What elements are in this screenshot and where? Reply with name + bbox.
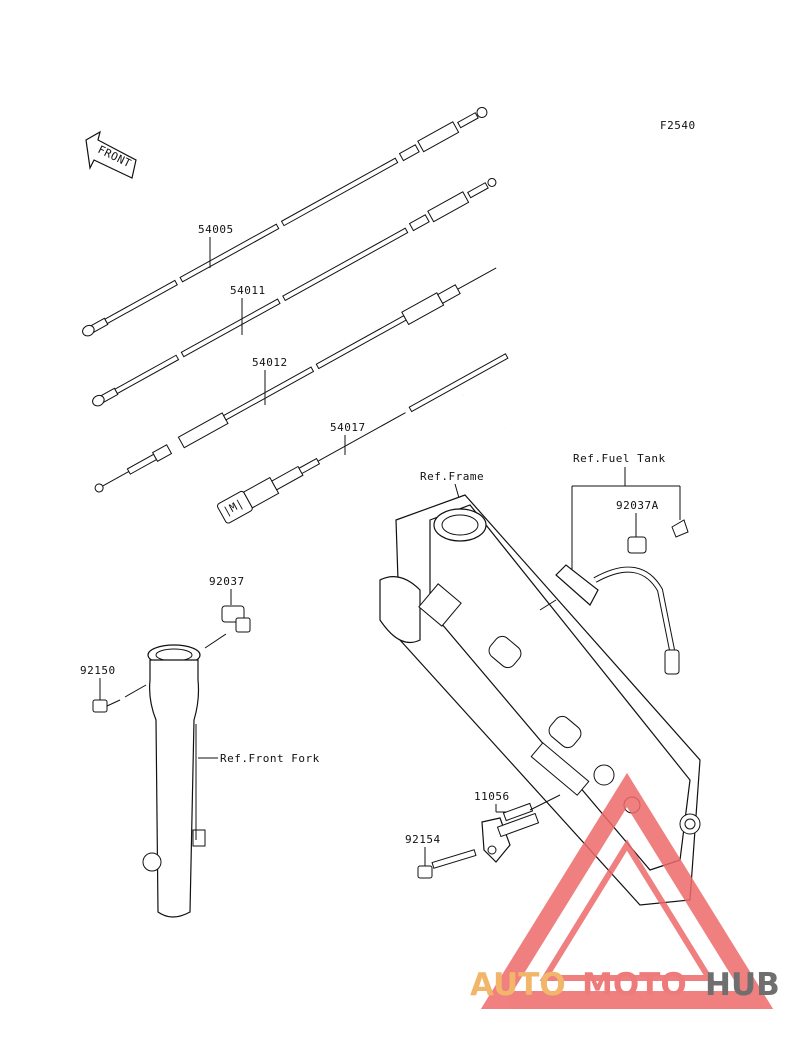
part-label-92154: 92154	[405, 833, 441, 846]
ref-fuel-tank: Ref.Fuel Tank	[573, 452, 666, 465]
bolt-92150	[92, 684, 147, 713]
svg-text:MOTO: MOTO	[582, 967, 687, 1003]
ref-frame: Ref.Frame	[420, 470, 484, 483]
clamp-92037	[204, 605, 251, 649]
bracket-11056	[481, 794, 561, 863]
svg-text:HUB: HUB	[705, 967, 780, 1003]
watermark-logo	[480, 772, 774, 1009]
part-label-54011: 54011	[230, 284, 266, 297]
front-arrow-icon: FRONT	[85, 130, 137, 179]
part-label-92037A: 92037A	[616, 499, 659, 512]
part-label-92037: 92037	[209, 575, 245, 588]
part-label-54017: 54017	[330, 421, 366, 434]
watermark-text: AUTO MOTO HUB	[470, 967, 780, 1003]
part-label-54012: 54012	[252, 356, 288, 369]
cable-54012	[94, 267, 497, 493]
part-label-11056: 11056	[474, 790, 510, 803]
bolt-92154	[417, 849, 477, 879]
front-fork-drawing	[142, 644, 206, 918]
svg-text:AUTO: AUTO	[470, 967, 566, 1003]
cable-54011	[92, 177, 497, 407]
ref-front-fork: Ref.Front Fork	[220, 752, 320, 765]
figure-code: F2540	[660, 119, 696, 132]
fuel-tank-band	[539, 519, 689, 675]
part-label-54005: 54005	[198, 223, 234, 236]
cable-54005	[82, 106, 488, 337]
cable-54017: |M|	[217, 353, 509, 524]
part-label-92150: 92150	[80, 664, 116, 677]
